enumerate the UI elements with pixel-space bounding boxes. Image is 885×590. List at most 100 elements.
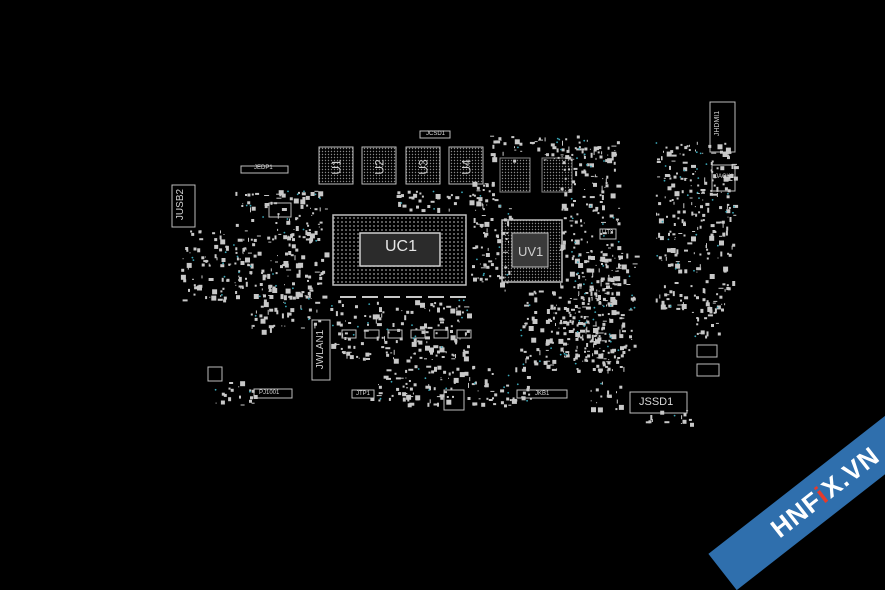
passive-part [599,155,603,159]
passive-part [595,338,596,342]
passive-part [552,316,555,320]
cpu-label: UC1 [385,238,418,255]
passive-part [492,157,498,163]
test-pad [249,390,251,393]
passive-part [568,352,570,357]
passive-part [402,397,406,402]
passive-part [428,384,430,388]
passive-part [437,307,440,313]
passive-part [724,303,726,306]
passive-part [292,238,295,242]
passive-part [680,299,682,302]
passive-part [476,186,480,190]
passive-part [539,350,541,356]
passive-part [585,292,589,294]
passive-part [458,305,461,308]
passive-part [696,267,702,271]
passive-part [583,316,589,318]
passive-part [490,390,495,392]
passive-part [715,322,719,324]
test-pads [191,137,735,417]
passive-part [443,370,447,374]
passive-part [578,295,579,297]
passive-part [608,359,610,361]
passive-part [356,355,359,358]
passive-part [657,213,660,216]
passive-part [707,314,713,317]
passive-part [728,174,731,180]
passive-part [717,332,721,336]
passive-part [719,235,722,237]
passive-part [301,192,306,196]
passive-part [614,283,618,286]
passive-part [552,291,555,295]
passive-part [691,311,694,313]
passive-part [245,257,250,263]
passive-part [596,280,600,284]
passive-part [274,202,278,205]
passive-part [252,324,255,327]
passive-part [242,253,244,255]
passive-part [589,148,591,150]
passive-part [385,347,391,350]
passive-part [614,257,616,259]
passive-part [455,196,460,200]
test-pad [669,305,672,308]
passive-part [557,156,560,159]
test-pad [602,223,604,225]
passive-part [245,277,247,280]
passive-part [593,335,596,338]
passive-part [238,276,240,278]
passive-part [591,275,593,278]
passive-part [601,221,606,223]
passive-part [560,319,563,323]
passive-part [211,295,217,301]
passive-part [464,371,469,376]
passive-part [429,309,431,312]
u2-label: U2 [372,159,387,175]
passive-part [585,279,587,281]
passive-part [221,277,224,282]
passive-part [568,330,574,333]
passive-part [268,241,272,243]
passive-part [220,290,223,293]
passive-part [400,322,404,326]
test-pad [600,382,602,385]
passive-part [606,361,612,363]
test-pad [583,325,586,327]
passive-part [458,321,460,323]
passive-part [421,330,425,334]
passive-part [630,329,633,332]
passive-part [665,256,667,261]
test-pad [275,284,277,287]
passive-part [263,299,267,303]
passive-part [674,238,676,240]
passive-part [545,319,550,324]
pj1001-label: PJ1001 [259,390,280,396]
passive-part [475,245,479,249]
passive-part [455,342,458,345]
passive-part [633,344,637,348]
passive-part [692,213,698,215]
passive-part [584,173,589,177]
passive-part [576,135,580,139]
passive-part [573,233,576,236]
passive-part [428,371,431,374]
passive-part [676,249,679,255]
passive-part [589,285,594,289]
passive-part [670,150,674,154]
passive-part [609,214,614,218]
test-pad [590,165,592,168]
passive-part [372,314,378,320]
passive-part [495,140,501,144]
passive-part [288,312,292,316]
passive-part [587,354,591,358]
passive-part [537,147,541,152]
test-pad [482,274,485,277]
passive-part [381,346,385,349]
jusb2-label: JUSB2 [175,188,187,221]
passive-part [262,274,267,278]
passive-part [219,235,222,240]
passive-part [199,230,202,233]
passive-part [591,287,594,291]
